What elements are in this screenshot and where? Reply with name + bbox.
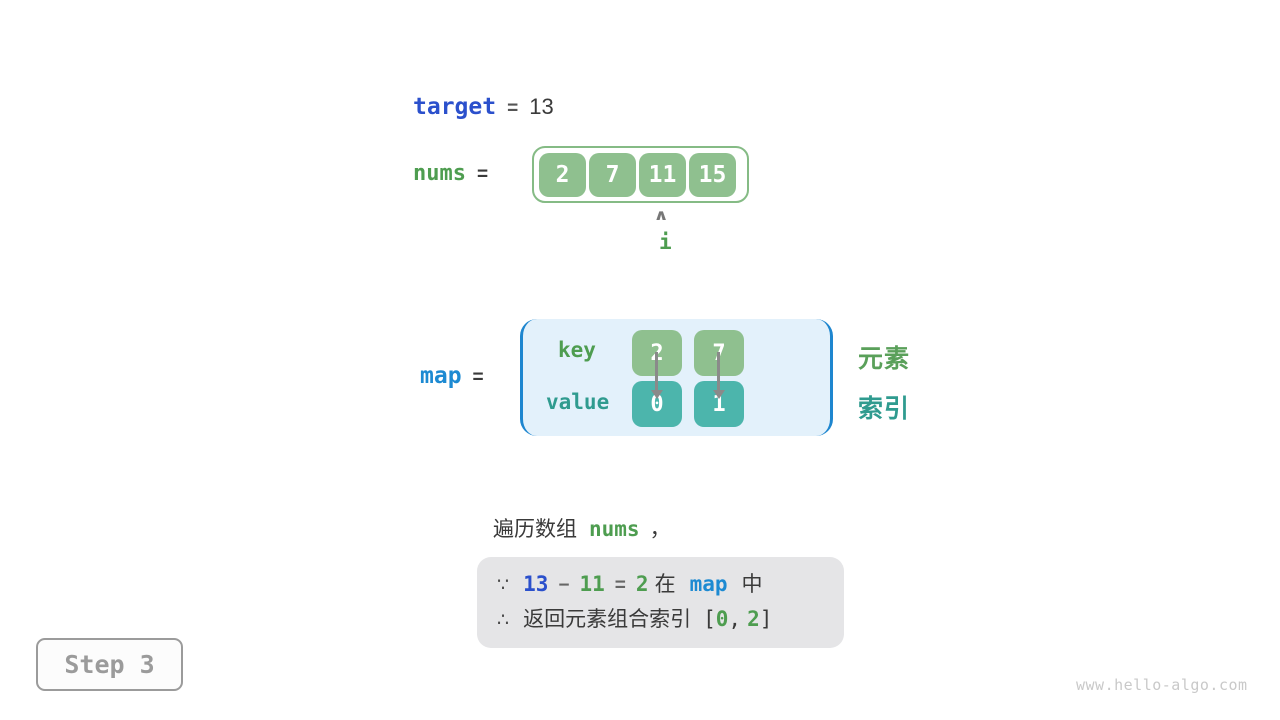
watermark-url: www.hello-algo.com (1076, 676, 1248, 694)
array-cell-2: 11 (639, 152, 686, 197)
index-pointer-caret-icon: ∧ (653, 207, 669, 224)
result-index-1: 2 (747, 607, 760, 631)
note-line-2: ∴ 返回元素组合索引 [ 0 , 2 ] (497, 602, 844, 637)
note-map-keyword: map (689, 572, 728, 596)
right-bracket: ] (759, 607, 773, 631)
therefore-symbol: ∴ (497, 610, 510, 631)
note-line-1: ∵ 13 − 11 = 2 在 map 中 (497, 567, 844, 602)
caption-nums-keyword: nums (589, 517, 640, 541)
equals-sign: = (507, 98, 519, 119)
index-pointer-label: i (659, 230, 672, 254)
array-cell-3: 15 (689, 152, 736, 197)
equals-sign: = (476, 164, 489, 185)
caption-suffix: ， (649, 518, 671, 541)
equals-sign: = (614, 575, 626, 596)
because-symbol: ∵ (497, 575, 510, 596)
target-value: 13 (529, 94, 554, 119)
step-badge: Step 3 (36, 638, 183, 691)
minus-sign: − (558, 575, 570, 596)
key-to-value-arrow-icon (712, 352, 725, 400)
array-cell-1: 7 (589, 152, 636, 197)
nums-line-label: nums = (413, 161, 499, 186)
map-row-label-index: 索引 (858, 395, 911, 423)
note-difference-value: 2 (635, 572, 649, 596)
array-cell-0: 2 (539, 152, 586, 197)
note-target-value: 13 (523, 572, 549, 596)
note-zhong-text: 中 (741, 573, 763, 596)
conclusion-note-box: ∵ 13 − 11 = 2 在 map 中 ∴ 返回元素组合索引 [ 0 , 2… (477, 557, 844, 648)
equals-sign: = (472, 367, 484, 388)
note-return-text: 返回元素组合索引 (523, 608, 692, 631)
map-row-label-element: 元素 (858, 345, 911, 373)
map-value-label: value (546, 390, 610, 414)
left-bracket: [ (703, 607, 716, 631)
target-keyword: target (413, 94, 497, 120)
map-keyword: map (420, 363, 462, 389)
comma: , (728, 607, 742, 631)
note-current-value: 11 (579, 572, 605, 596)
nums-keyword: nums (413, 161, 466, 186)
map-line-label: map = (420, 363, 495, 389)
nums-array-container: 2 7 11 15 (532, 146, 749, 203)
caption-prefix: 遍历数组 (493, 518, 577, 541)
key-to-value-arrow-icon (650, 352, 663, 400)
map-key-label: key (558, 338, 596, 362)
note-zai-text: 在 (654, 573, 676, 596)
target-line: target = 13 (413, 94, 554, 120)
caption-line: 遍历数组 nums ， (493, 513, 671, 543)
result-index-0: 0 (715, 607, 729, 631)
